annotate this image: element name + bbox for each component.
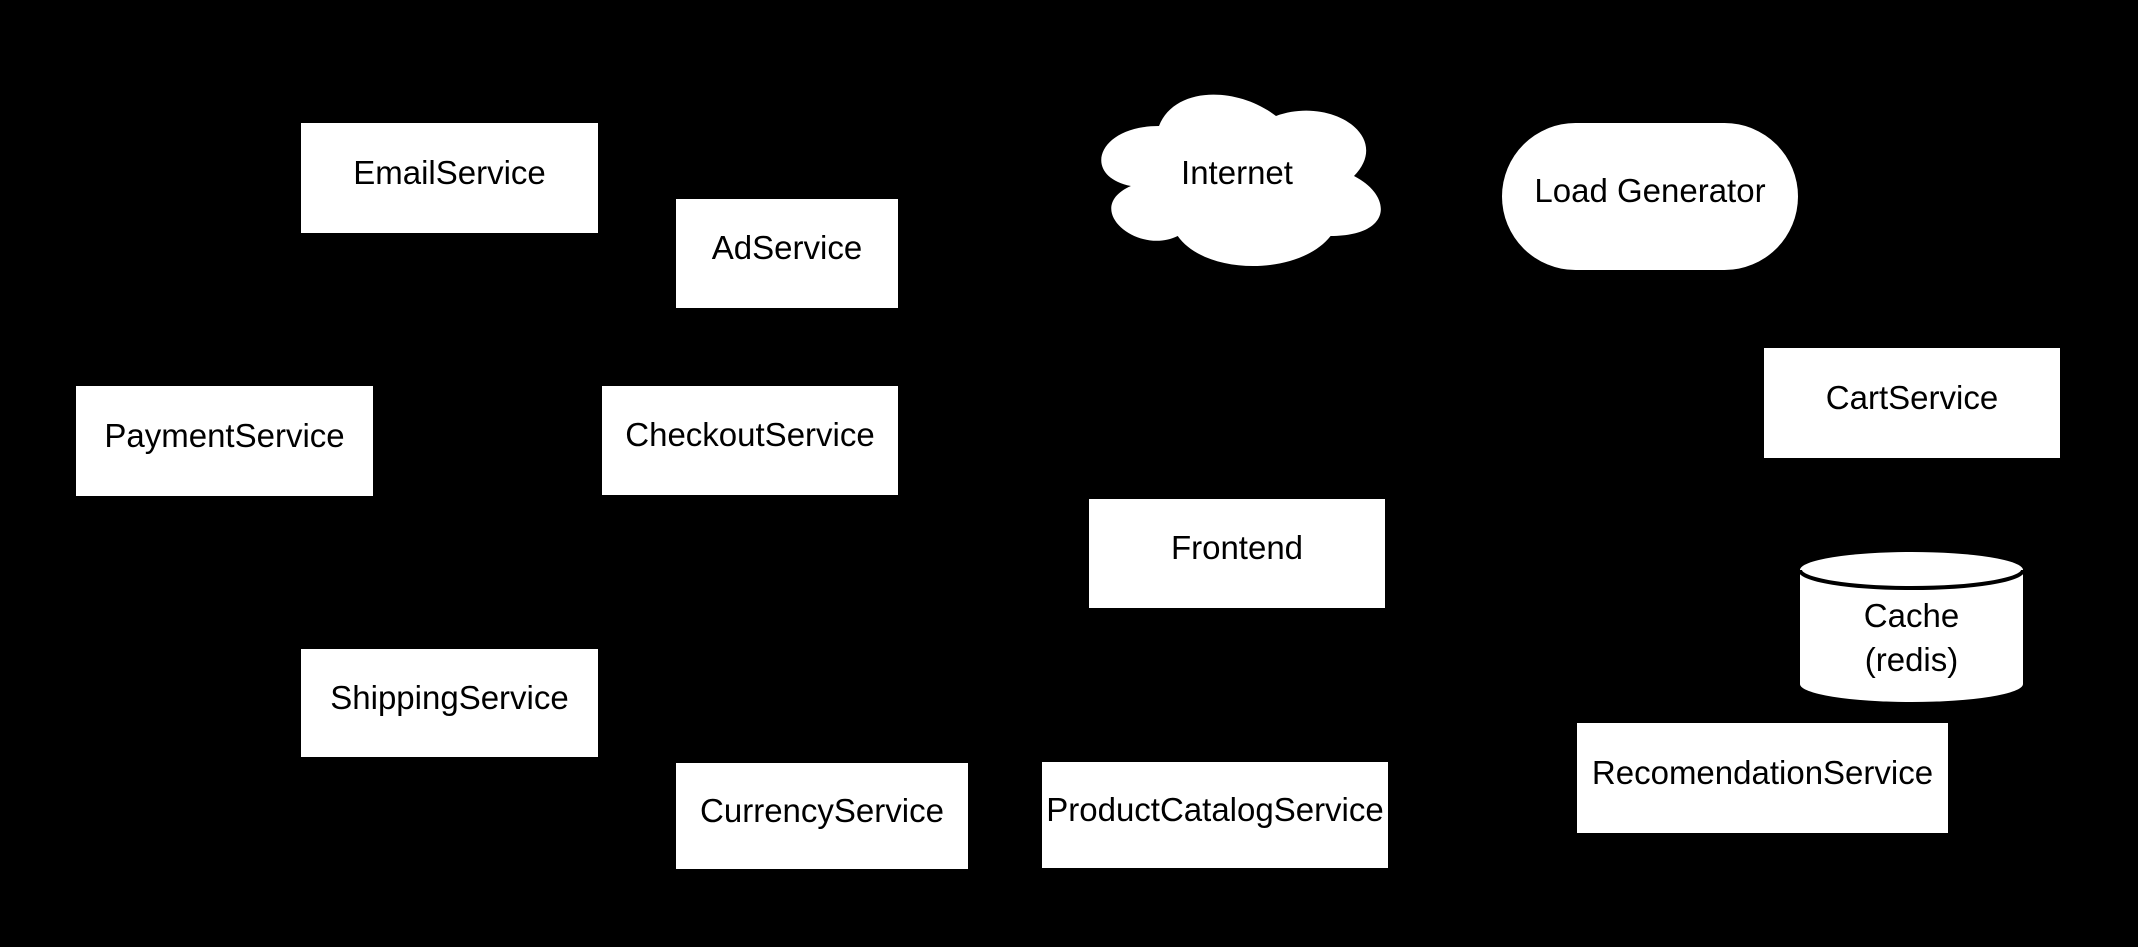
node-label: EmailService [353,153,546,191]
node-label: CartService [1825,378,1999,416]
node-product-catalog-service[interactable]: ProductCatalogService [1042,762,1388,868]
node-label: RecomendationService [1591,753,1934,791]
node-label: Frontend [1170,529,1304,567]
node-label: Load Generator [1534,172,1766,210]
node-cart-service[interactable]: CartService [1764,348,2060,458]
node-cache-redis[interactable]: Cache (redis) [1798,552,2025,702]
node-label: ProductCatalogService [1046,790,1384,828]
node-currency-service[interactable]: CurrencyService [676,763,968,869]
node-label: CurrencyService [700,791,944,829]
cloud-icon [1101,94,1381,266]
node-internet-cloud[interactable]: Internet [1081,76,1393,276]
database-cylinder-icon [1798,552,2025,702]
node-frontend[interactable]: Frontend [1089,499,1385,608]
node-label: Internet [1181,153,1293,191]
node-payment-service[interactable]: PaymentService [76,386,373,496]
node-label: ShippingService [330,678,569,716]
node-shipping-service[interactable]: ShippingService [301,649,598,757]
node-label: AdService [711,229,863,267]
node-checkout-service[interactable]: CheckoutService [602,386,898,495]
node-label: PaymentService [104,416,345,454]
node-email-service[interactable]: EmailService [301,123,598,233]
node-label: CheckoutService [625,416,875,454]
node-label: Cache (redis) [1863,597,1960,678]
node-load-generator[interactable]: Load Generator [1502,123,1798,270]
node-ad-service[interactable]: AdService [676,199,898,308]
node-recomendation-service[interactable]: RecomendationService [1577,723,1948,833]
